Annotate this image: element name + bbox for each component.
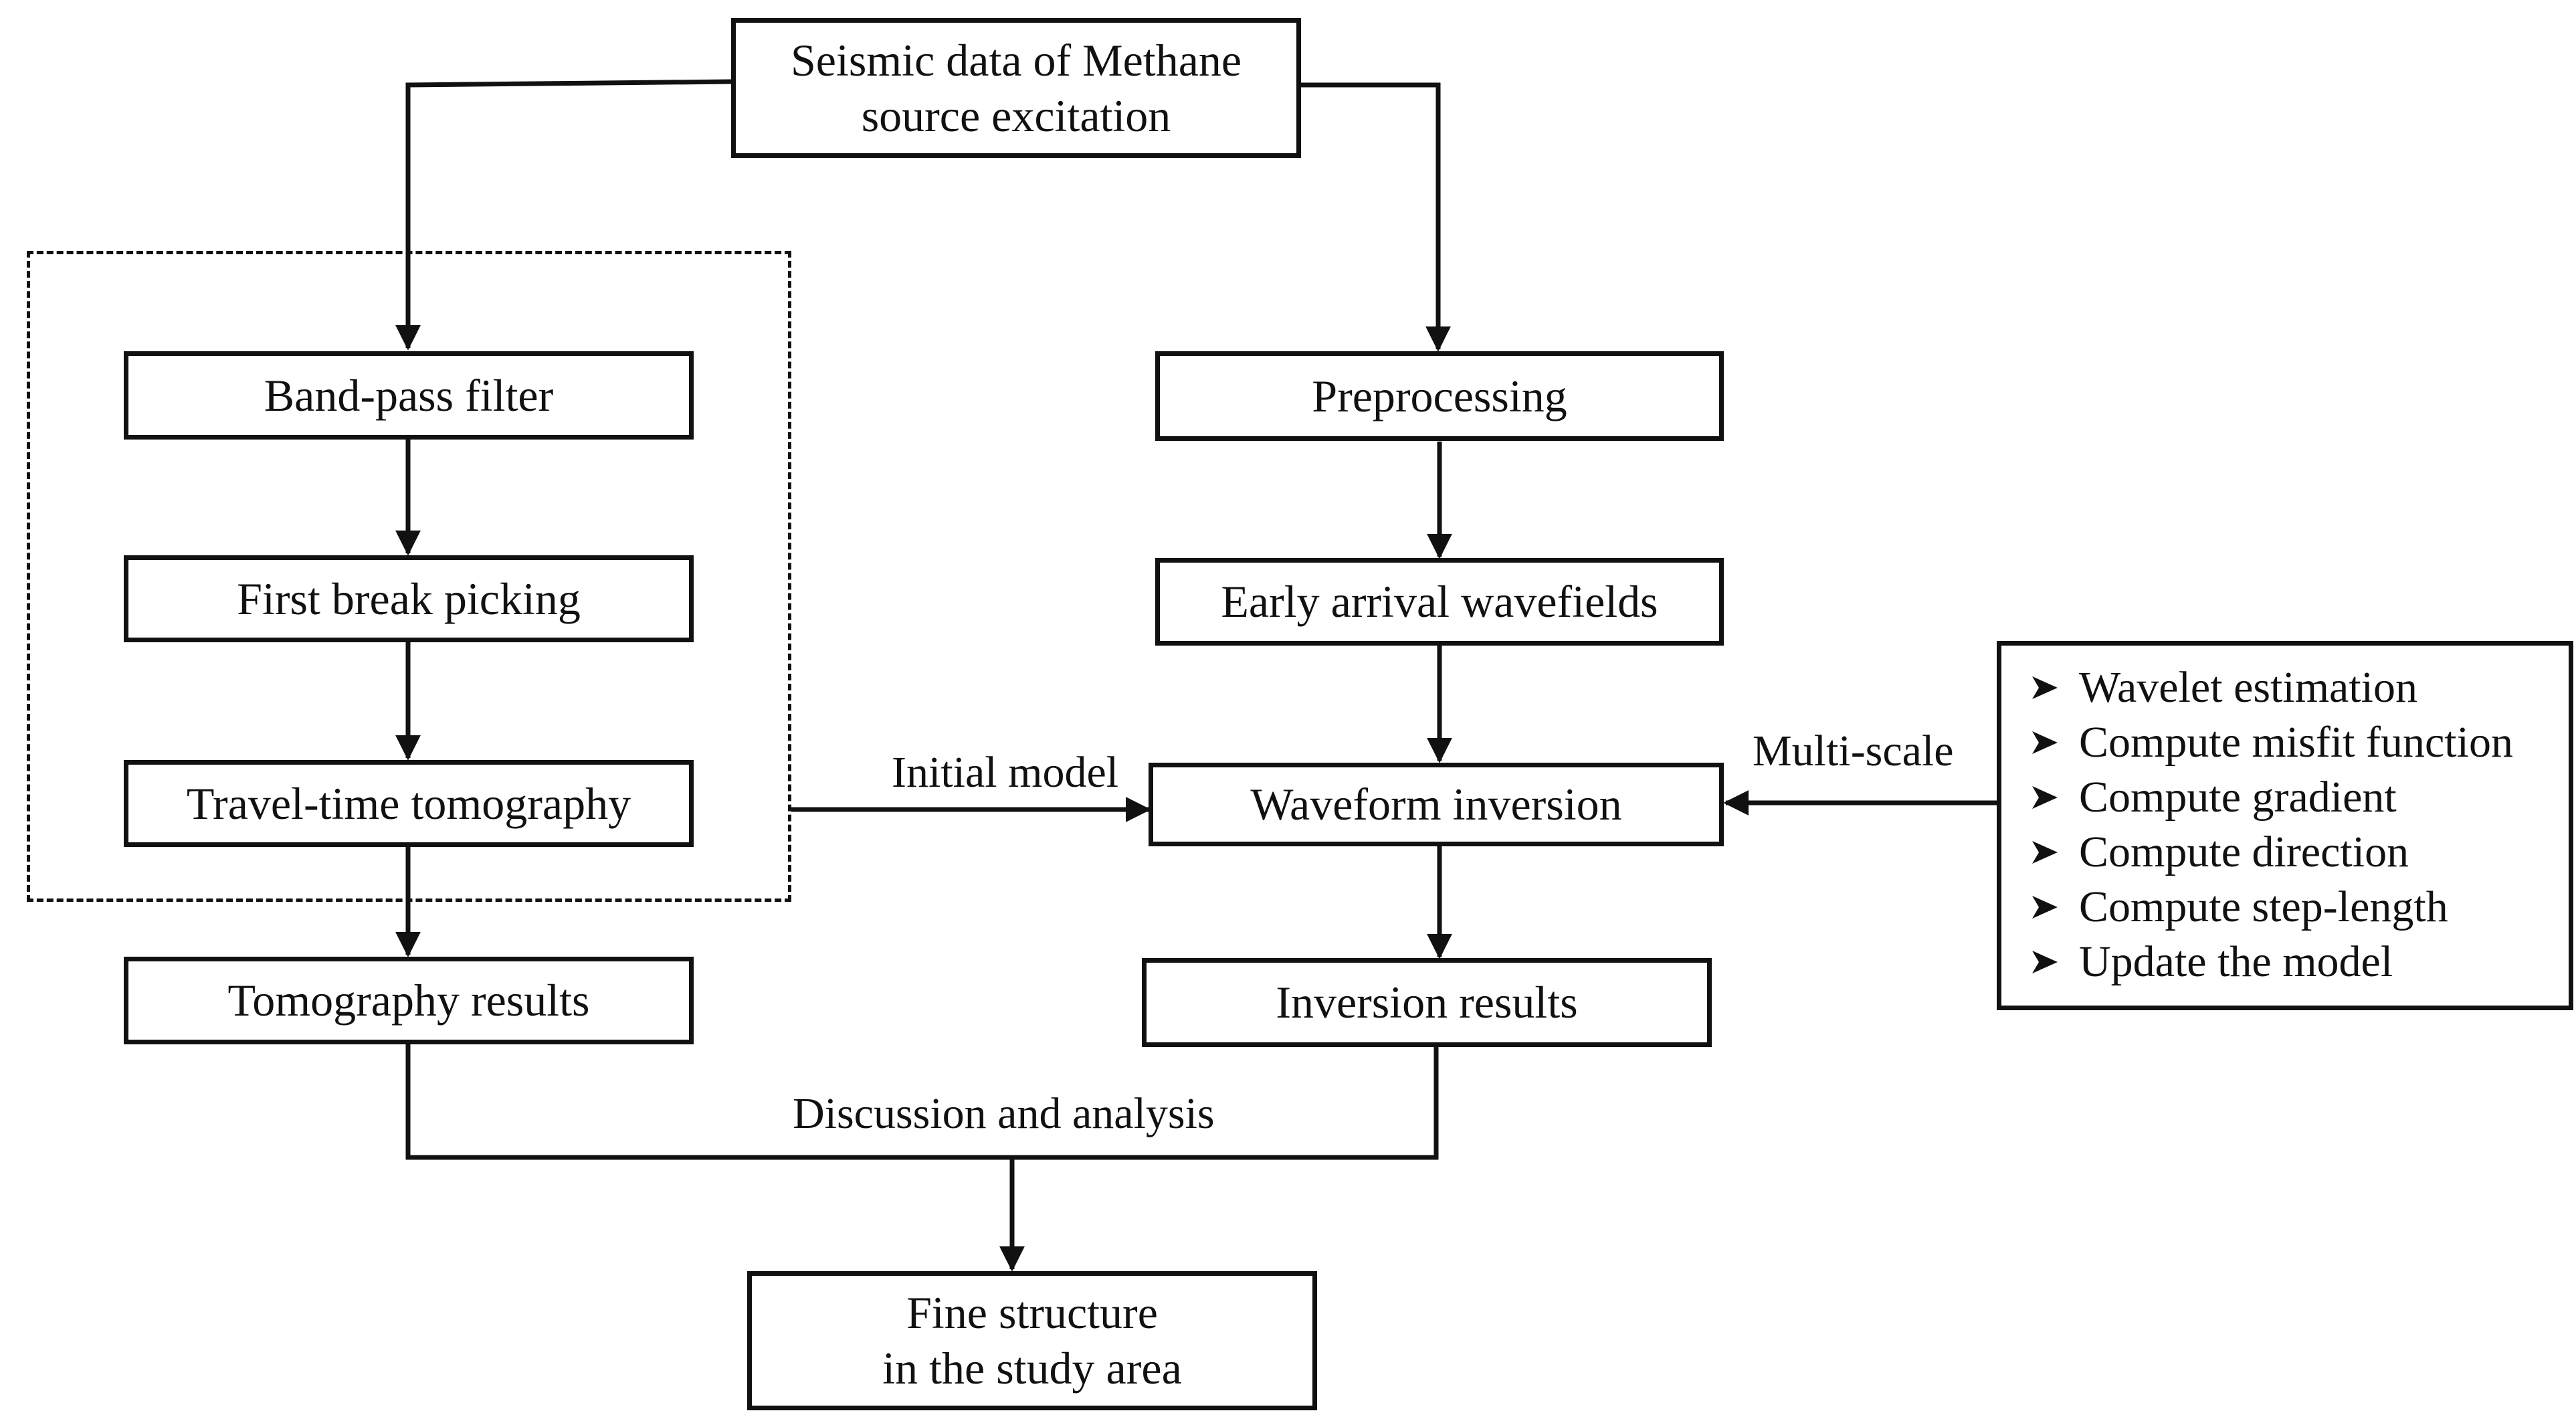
bandpass-node: Band-pass filter [124,351,694,440]
bandpass-label: Band-pass filter [264,369,554,421]
tomo-results-label: Tomography results [227,975,590,1026]
discussion-label: Discussion and analysis [793,1089,1215,1138]
inv-results-node: Inversion results [1142,958,1712,1047]
step-label: Update the model [2079,937,2393,986]
fine-line1: Fine structure [906,1287,1158,1339]
arrowhead-bullet-icon [2032,896,2058,919]
tomo-results-node: Tomography results [124,957,694,1044]
preprocessing-label: Preprocessing [1312,370,1567,421]
arrowhead-bullet-icon [2032,676,2058,699]
fine-structure-node: Fine structure in the study area [747,1271,1317,1410]
step-label: Compute direction [2079,828,2409,876]
step-label: Compute gradient [2079,773,2397,822]
inv-results-label: Inversion results [1276,977,1578,1028]
arrow-source-to-bandpass [395,79,733,351]
step-item: Compute gradient [2028,770,2549,825]
arrowhead-bullet-icon [2032,786,2058,809]
waveform-label: Waveform inversion [1250,779,1622,830]
merge-line [405,1044,1439,1160]
source-line2: source excitation [861,90,1171,141]
step-item: Wavelet estimation [2028,660,2549,715]
source-node: Seismic data of Methane source excitatio… [731,18,1301,158]
early-arrival-node: Early arrival wavefields [1155,558,1724,646]
firstbreak-node: First break picking [124,555,694,642]
arrowhead-bullet-icon [2032,731,2058,754]
step-item: Update the model [2028,935,2549,989]
step-label: Compute misfit function [2079,718,2513,767]
initial-model-label: Initial model [892,748,1119,797]
step-item: Compute step-length [2028,880,2549,935]
source-line1: Seismic data of Methane [790,34,1242,86]
preprocessing-node: Preprocessing [1155,351,1724,441]
fine-line2: in the study area [882,1343,1182,1394]
traveltime-node: Travel-time tomography [124,760,694,847]
multiscale-label: Multi-scale [1753,727,1954,775]
step-item: Compute misfit function [2028,715,2549,770]
arrow-source-to-preprocessing [1298,82,1451,352]
step-label: Compute step-length [2079,882,2448,931]
step-label: Wavelet estimation [2079,663,2418,712]
early-arrival-label: Early arrival wavefields [1221,576,1658,628]
waveform-node: Waveform inversion [1149,763,1724,846]
arrowhead-bullet-icon [2032,951,2058,973]
tomography-group-frame [27,251,791,902]
arrowhead-bullet-icon [2032,841,2058,864]
firstbreak-label: First break picking [237,573,581,624]
step-item: Compute direction [2028,825,2549,880]
inversion-steps-box: Wavelet estimation Compute misfit functi… [1997,641,2573,1010]
traveltime-label: Travel-time tomography [186,777,631,829]
